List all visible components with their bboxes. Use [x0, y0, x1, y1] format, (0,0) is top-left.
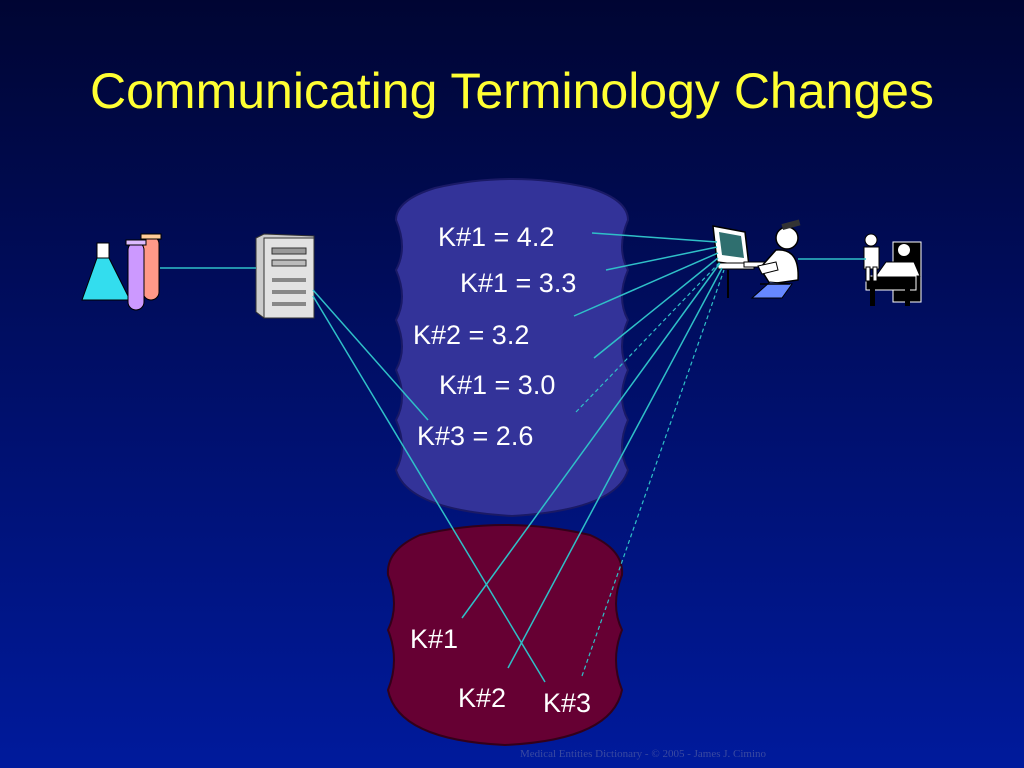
- lower-entry-k2: K#2: [458, 683, 506, 714]
- upper-entry-3: K#2 = 3.2: [413, 320, 529, 351]
- lower-entry-k3: K#3: [543, 688, 591, 719]
- lower-entry-k1: K#1: [410, 624, 458, 655]
- footer-copyright: Medical Entities Dictionary - © 2005 - J…: [520, 748, 766, 760]
- test-tubes-icon: [126, 234, 161, 310]
- upper-entry-2: K#1 = 3.3: [460, 268, 576, 299]
- upper-entry-4: K#1 = 3.0: [439, 370, 555, 401]
- patient-bed-icon: [864, 234, 921, 306]
- server-computer-icon: [256, 234, 314, 318]
- upper-entry-5: K#3 = 2.6: [417, 421, 533, 452]
- upper-entry-1: K#1 = 4.2: [438, 222, 554, 253]
- clinician-workstation-icon: [713, 220, 800, 298]
- lab-flask-icon: [82, 243, 130, 300]
- slide-title: Communicating Terminology Changes: [0, 62, 1024, 120]
